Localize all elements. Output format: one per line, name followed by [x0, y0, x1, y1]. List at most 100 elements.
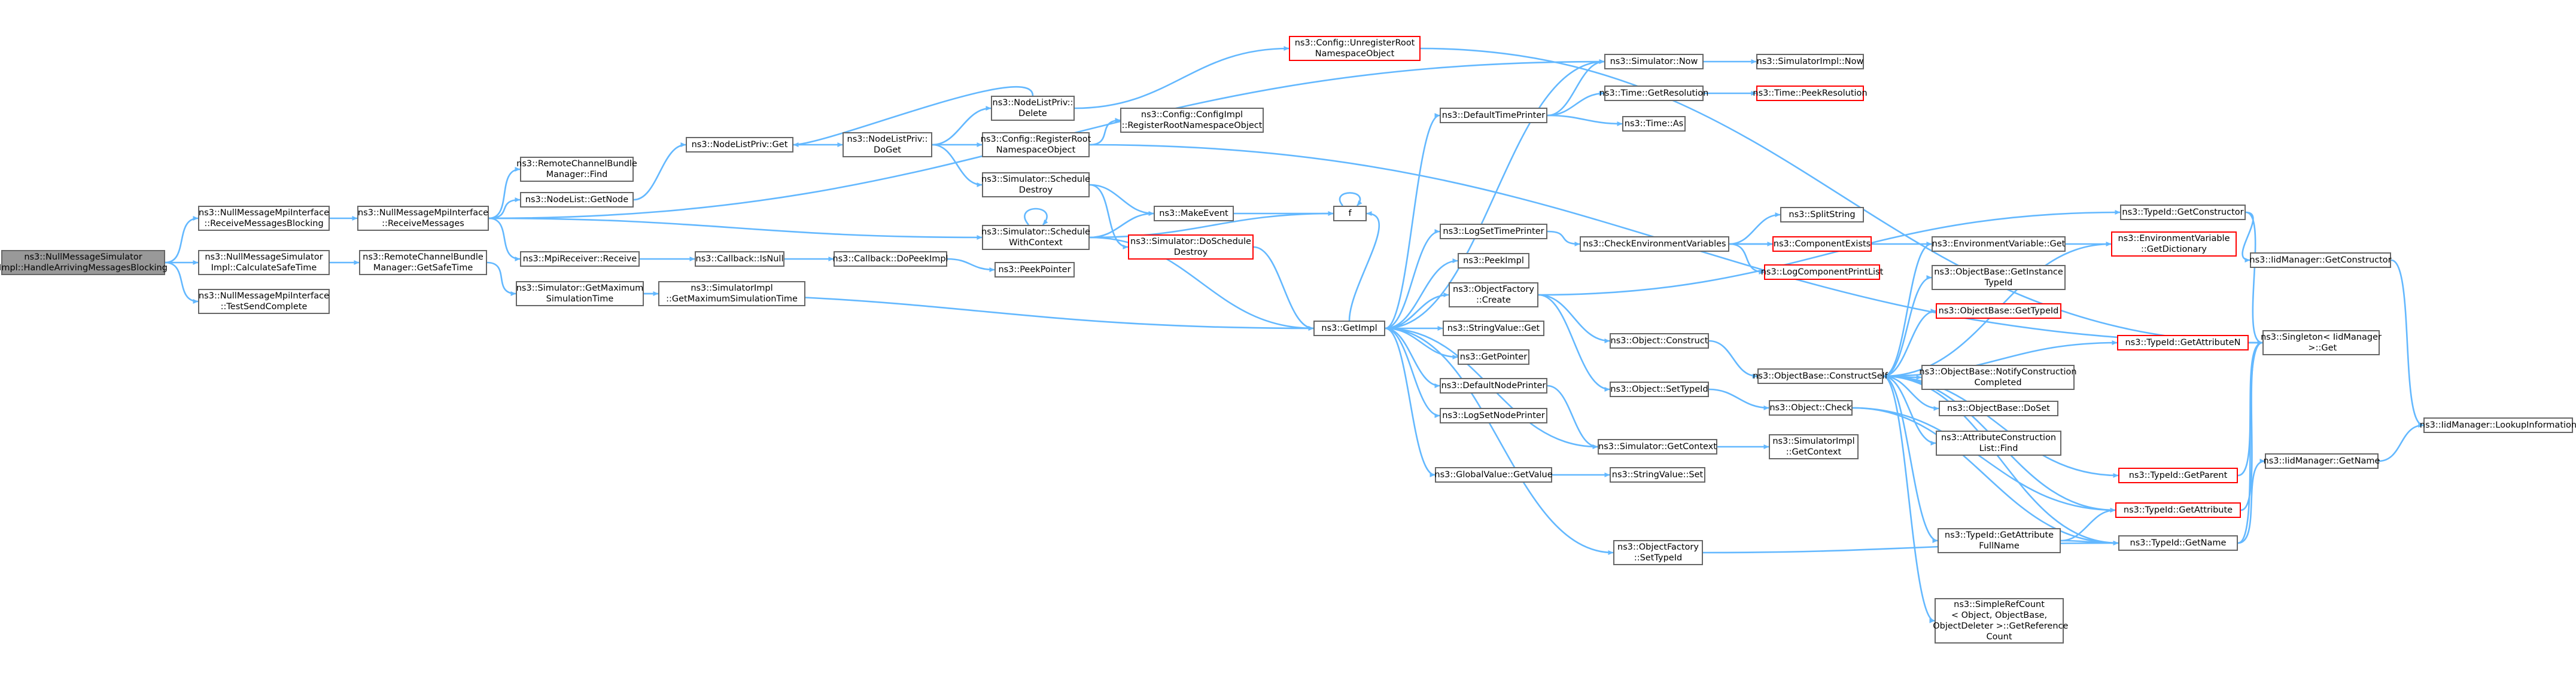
node-receive-messages-blocking[interactable]: ns3::NullMessageMpiInterface ::ReceiveMe…: [198, 206, 330, 231]
node-do-schedule-destroy[interactable]: ns3::Simulator::DoSchedule Destroy: [1128, 234, 1254, 260]
node-split-string[interactable]: ns3::SplitString: [1780, 207, 1864, 222]
node-object-factory-create[interactable]: ns3::ObjectFactory ::Create: [1449, 282, 1538, 307]
node-label: ns3::EnvironmentVariable::Get: [1932, 239, 2066, 249]
node-impl-get-maximum-simulation-time[interactable]: ns3::SimulatorImpl ::GetMaximumSimulatio…: [658, 281, 805, 306]
node-label: ns3::NodeListPriv:: DoGet: [847, 135, 928, 155]
node-type-id-get-attribute[interactable]: ns3::TypeId::GetAttribute: [2115, 502, 2241, 518]
node-log-set-node-printer[interactable]: ns3::LogSetNodePrinter: [1440, 408, 1547, 423]
node-get-impl[interactable]: ns3::GetImpl: [1313, 321, 1385, 336]
node-singleton-iid-manager-get[interactable]: ns3::Singleton< IidManager >::Get: [2261, 330, 2382, 355]
node-remote-channel-bundle-find[interactable]: ns3::RemoteChannelBundle Manager::Find: [516, 157, 637, 182]
node-make-event[interactable]: ns3::MakeEvent: [1154, 206, 1234, 221]
node-time-get-resolution[interactable]: ns3::Time::GetResolution: [1599, 86, 1708, 101]
node-object-check[interactable]: ns3::Object::Check: [1769, 400, 1853, 416]
node-environment-variable-get-dictionary[interactable]: ns3::EnvironmentVariable ::GetDictionary: [2111, 231, 2237, 257]
node-simulator-impl-now[interactable]: ns3::SimulatorImpl::Now: [1756, 54, 1864, 69]
node-handle-arriving-messages-blocking: ns3::NullMessageSimulator Impl::HandleAr…: [0, 250, 168, 275]
node-receive-messages[interactable]: ns3::NullMessageMpiInterface ::ReceiveMe…: [357, 206, 489, 231]
node-peek-impl[interactable]: ns3::PeekImpl: [1458, 253, 1529, 269]
node-nodelistpriv-get[interactable]: ns3::NodeListPriv::Get: [686, 137, 793, 153]
edge-deftime-to-timegetres: [1547, 91, 1605, 117]
node-config-unregister-root-namespace[interactable]: ns3::Config::UnregisterRoot NamespaceObj…: [1289, 36, 1421, 61]
node-time-peek-resolution[interactable]: ns3::Time::PeekResolution: [1753, 86, 1868, 101]
node-check-environment-variables[interactable]: ns3::CheckEnvironmentVariables: [1580, 236, 1729, 252]
node-object-set-type-id[interactable]: ns3::Object::SetTypeId: [1610, 382, 1709, 397]
node-test-send-complete[interactable]: ns3::NullMessageMpiInterface ::TestSendC…: [198, 289, 330, 314]
node-label: ns3::Config::UnregisterRoot NamespaceObj…: [1294, 38, 1415, 59]
node-log-set-time-printer[interactable]: ns3::LogSetTimePrinter: [1440, 224, 1547, 239]
node-label: ns3::Simulator::Now: [1610, 57, 1698, 66]
node-attribute-construction-list-find[interactable]: ns3::AttributeConstruction List::Find: [1936, 431, 2061, 456]
node-label: ns3::NullMessageSimulator Impl::HandleAr…: [0, 252, 168, 273]
node-simple-ref-count-get-reference-count[interactable]: ns3::SimpleRefCount < Object, ObjectBase…: [1933, 598, 2068, 644]
node-type-id-get-attribute-n[interactable]: ns3::TypeId::GetAttributeN: [2117, 335, 2249, 350]
node-default-node-printer[interactable]: ns3::DefaultNodePrinter: [1440, 378, 1547, 394]
node-label: ns3::ObjectFactory ::Create: [1453, 285, 1534, 305]
node-config-register-root-namespace[interactable]: ns3::Config::RegisterRoot NamespaceObjec…: [981, 132, 1091, 157]
edge-checkenv-to-splitstr: [1729, 212, 1781, 245]
node-object-base-construct-self[interactable]: ns3::ObjectBase::ConstructSelf: [1753, 368, 1888, 384]
node-time-as[interactable]: ns3::Time::As: [1622, 116, 1686, 132]
node-label: ns3::TypeId::GetParent: [2128, 471, 2228, 480]
node-simulator-get-context[interactable]: ns3::Simulator::GetContext: [1598, 439, 1717, 455]
node-get-maximum-simulation-time[interactable]: ns3::Simulator::GetMaximum SimulationTim…: [516, 281, 644, 306]
node-peek-pointer[interactable]: ns3::PeekPointer: [994, 262, 1075, 278]
node-label: ns3::ComponentExists: [1773, 239, 1871, 249]
node-callback-do-peek-impl[interactable]: ns3::Callback::DoPeekImpl: [832, 251, 948, 267]
node-object-base-notify-construction-completed[interactable]: ns3::ObjectBase::NotifyConstruction Comp…: [1919, 365, 2077, 390]
node-type-id-get-parent[interactable]: ns3::TypeId::GetParent: [2118, 468, 2238, 483]
node-type-id-get-attribute-full-name[interactable]: ns3::TypeId::GetAttribute FullName: [1938, 528, 2061, 553]
node-iid-manager-get-name[interactable]: ns3::IidManager::GetName: [2264, 453, 2380, 469]
node-string-value-set[interactable]: ns3::StringValue::Set: [1610, 467, 1705, 483]
node-simulator-now[interactable]: ns3::Simulator::Now: [1604, 54, 1704, 69]
node-object-construct[interactable]: ns3::Object::Construct: [1610, 333, 1709, 349]
node-string-value-get[interactable]: ns3::StringValue::Get: [1443, 321, 1544, 336]
node-label: ns3::Simulator::GetMaximum SimulationTim…: [516, 283, 644, 304]
node-iid-manager-get-constructor[interactable]: ns3::IidManager::GetConstructor: [2249, 252, 2392, 268]
node-label: ns3::SplitString: [1789, 210, 1856, 219]
node-nodelistpriv-doget[interactable]: ns3::NodeListPriv:: DoGet: [843, 132, 932, 157]
edge-deftime-to-simnow: [1547, 59, 1605, 117]
edge-deftime-to-timeas: [1547, 114, 1623, 126]
node-label: ns3::NodeList::GetNode: [525, 195, 629, 205]
node-object-factory-set-type-id[interactable]: ns3::ObjectFactory ::SetTypeId: [1613, 540, 1703, 565]
node-simulator-schedule-destroy[interactable]: ns3::Simulator::Schedule Destroy: [981, 172, 1090, 197]
node-f[interactable]: f: [1333, 206, 1367, 221]
edge-nlpdoget-to-schdestroy: [932, 144, 983, 187]
node-calculate-safe-time[interactable]: ns3::NullMessageSimulator Impl::Calculat…: [198, 250, 330, 275]
node-label: ns3::ObjectBase::DoSet: [1947, 404, 2050, 413]
node-type-id-get-constructor[interactable]: ns3::TypeId::GetConstructor: [2120, 205, 2246, 220]
node-iid-manager-lookup-information[interactable]: ns3::IidManager::LookupInformation: [2420, 417, 2576, 433]
node-nodelistpriv-delete[interactable]: ns3::NodeListPriv:: Delete: [991, 96, 1075, 121]
node-label: ns3::DefaultNodePrinter: [1441, 381, 1546, 391]
node-label: ns3::SimulatorImpl ::GetMaximumSimulatio…: [666, 283, 798, 304]
edge-objbasecs-to-tidgetattrfull: [1882, 375, 1938, 543]
node-environment-variable-get[interactable]: ns3::EnvironmentVariable::Get: [1932, 236, 2066, 252]
node-label: ns3::MpiReceiver::Receive: [522, 254, 637, 264]
edge-logsettime-to-checkenv: [1547, 230, 1580, 246]
node-object-base-get-type-id[interactable]: ns3::ObjectBase::GetTypeId: [1936, 303, 2061, 319]
node-simulator-schedule-with-context[interactable]: ns3::Simulator::Schedule WithContext: [981, 225, 1090, 250]
node-label: ns3::SimulatorImpl::Now: [1756, 57, 1864, 66]
node-mpi-receiver-receive[interactable]: ns3::MpiReceiver::Receive: [520, 251, 640, 267]
node-nodelist-get-node[interactable]: ns3::NodeList::GetNode: [520, 192, 634, 208]
node-get-pointer[interactable]: ns3::GetPointer: [1458, 349, 1529, 365]
node-callback-is-null[interactable]: ns3::Callback::IsNull: [695, 251, 784, 267]
node-log-component-print-list[interactable]: ns3::LogComponentPrintList: [1761, 264, 1883, 280]
node-component-exists[interactable]: ns3::ComponentExists: [1772, 236, 1872, 252]
node-object-base-do-set[interactable]: ns3::ObjectBase::DoSet: [1939, 401, 2058, 416]
node-type-id-get-name[interactable]: ns3::TypeId::GetName: [2118, 535, 2238, 551]
node-simulator-impl-get-context[interactable]: ns3::SimulatorImpl ::GetContext: [1769, 434, 1859, 459]
node-label: ns3::GetPointer: [1459, 352, 1528, 362]
node-configimpl-register-root-namespace[interactable]: ns3::Config::ConfigImpl ::RegisterRootNa…: [1120, 108, 1264, 133]
node-object-base-get-instance-type-id[interactable]: ns3::ObjectBase::GetInstance TypeId: [1932, 265, 2066, 290]
node-label: ns3::RemoteChannelBundle Manager::Find: [516, 159, 637, 179]
node-global-value-get-value[interactable]: ns3::GlobalValue::GetValue: [1434, 467, 1553, 483]
edge-recvmsgs-to-schctx: [488, 217, 983, 240]
edge-schctx-to-makeevent: [1089, 211, 1154, 239]
node-default-time-printer[interactable]: ns3::DefaultTimePrinter: [1440, 108, 1547, 123]
node-remote-channel-bundle-safe-time[interactable]: ns3::RemoteChannelBundle Manager::GetSaf…: [359, 250, 487, 275]
edge-getimpl-to-simnow: [1385, 59, 1605, 330]
edge-root-to-recvblk: [165, 216, 199, 264]
node-label: ns3::TypeId::GetAttributeN: [2125, 338, 2241, 347]
